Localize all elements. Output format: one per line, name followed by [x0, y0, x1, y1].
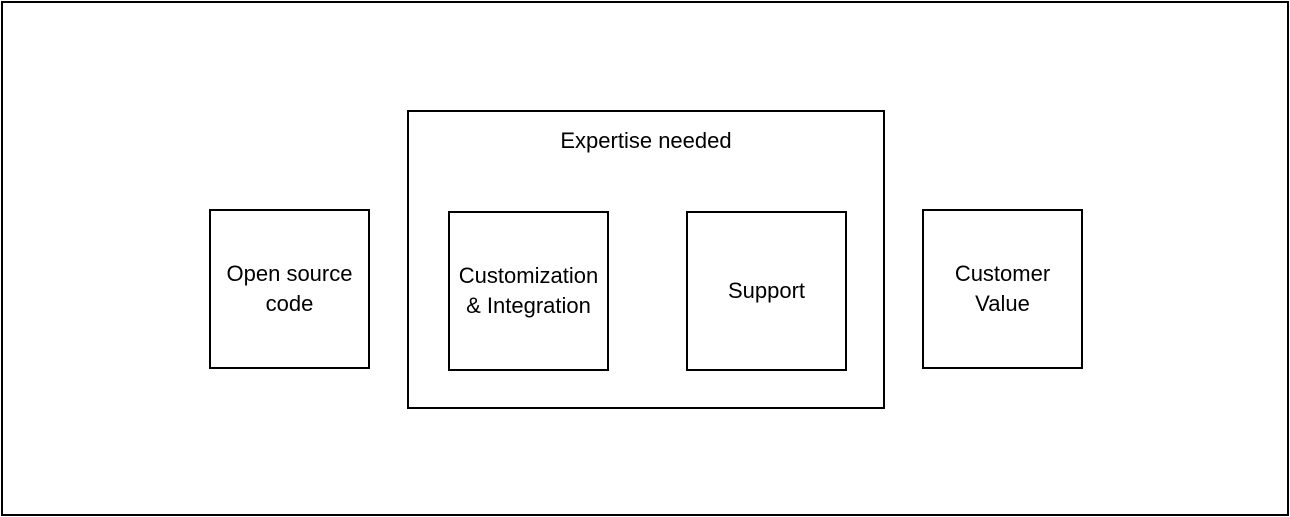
node-customer-value: Customer Value: [922, 209, 1083, 369]
group-expertise-needed-title: Expertise needed: [560, 128, 732, 153]
node-customization-integration-label: Customization & Integration: [458, 263, 599, 318]
group-expertise-needed: Expertise needed Customization & Integra…: [407, 110, 885, 409]
node-support: Support: [686, 211, 847, 371]
node-open-source-code-label: Open source code: [226, 261, 353, 316]
node-customization-integration: Customization & Integration: [448, 211, 609, 371]
node-support-label: Support: [727, 278, 806, 303]
node-open-source-code: Open source code: [209, 209, 370, 369]
node-customer-value-label: Customer Value: [954, 261, 1051, 316]
